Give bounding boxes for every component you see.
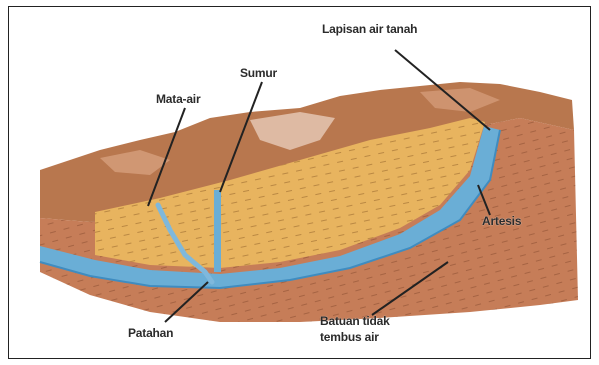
label-patahan: Patahan xyxy=(128,326,173,340)
label-batuan-line2: tembus air xyxy=(320,330,379,344)
label-mata-air: Mata-air xyxy=(156,92,200,106)
well-shaft xyxy=(214,190,221,272)
label-batuan-line1: Batuan tidak xyxy=(320,314,390,328)
label-artesis: Artesis xyxy=(482,214,521,228)
label-sumur: Sumur xyxy=(240,66,277,80)
label-lapisan-air-tanah: Lapisan air tanah xyxy=(322,22,417,36)
